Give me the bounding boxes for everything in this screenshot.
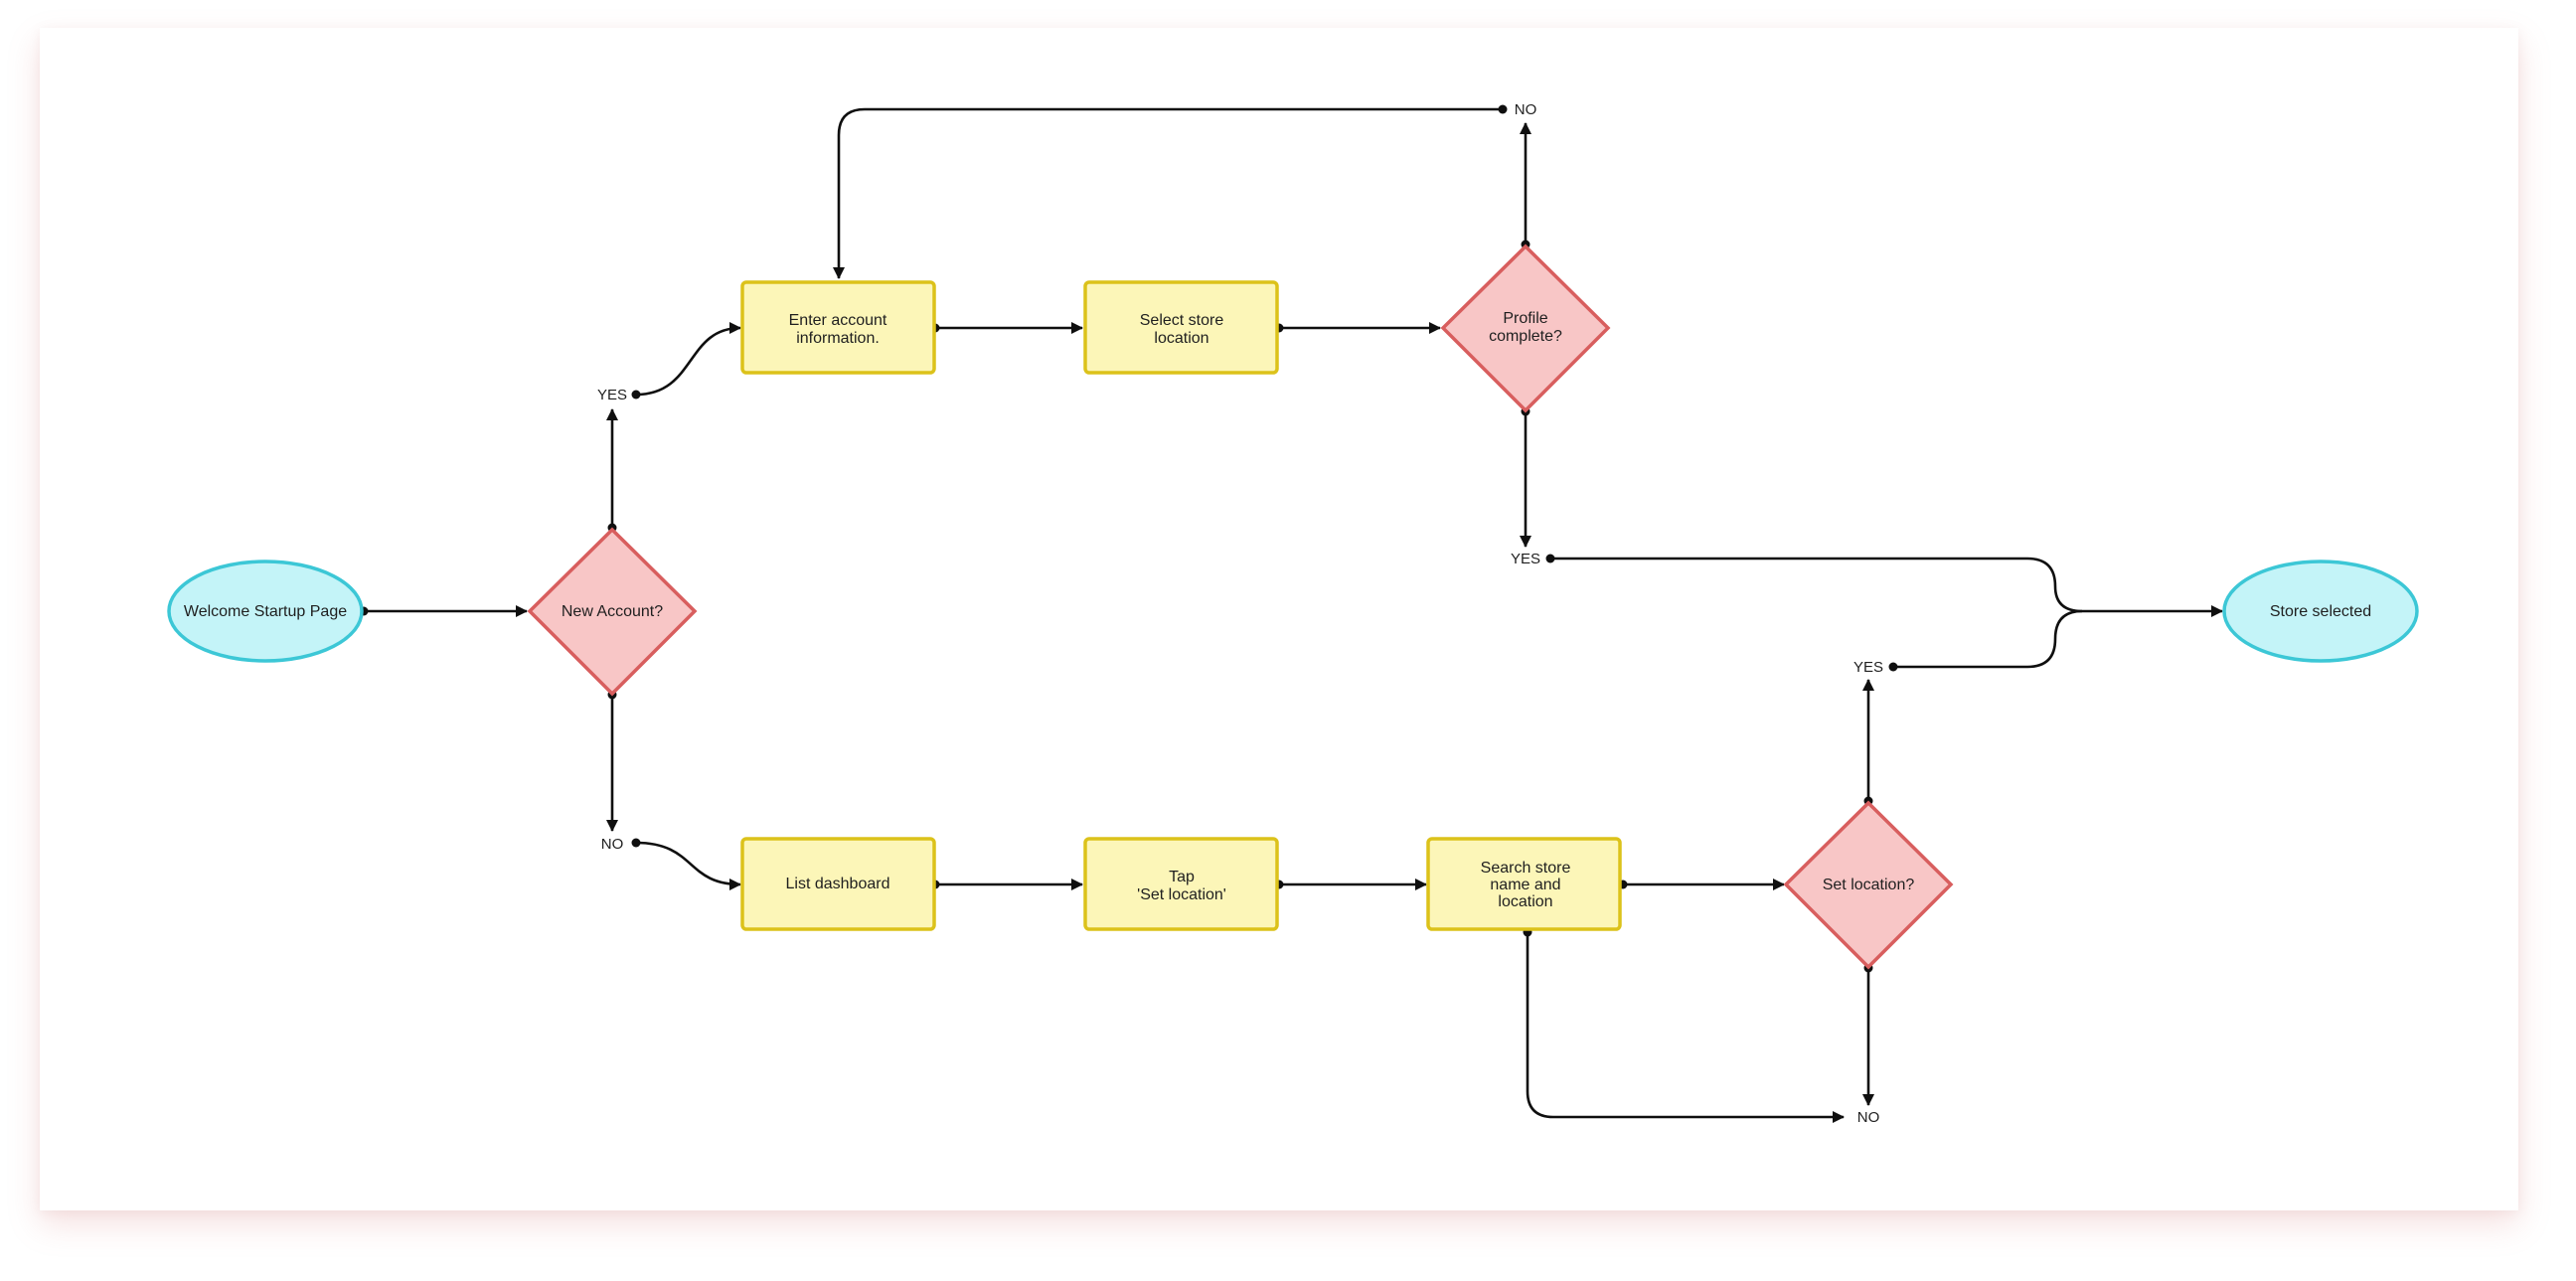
edge-yes-to-enter-account [635,322,741,397]
process-shape [1426,837,1622,931]
node-new-account[interactable]: New Account? [527,527,698,697]
node-tap-set-location[interactable]: Tap 'Set location' [1083,837,1279,931]
decision-shape [1440,243,1611,413]
node-label-line-2: location [1154,330,1208,347]
connectors [364,107,2223,1123]
node-label: Set location? [1823,877,1915,893]
edge-search-to-no [1526,932,1845,1123]
label-new-account-yes: YES [597,387,627,403]
node-label-line-1: Tap [1169,869,1195,885]
node-set-location[interactable]: Set location? [1783,800,1954,970]
node-label-line-1: Profile [1503,310,1547,327]
node-label-line-1: Search store [1481,860,1571,877]
label-profile-yes: YES [1511,551,1540,567]
terminal-shape [167,560,364,663]
connector-dot [1888,662,1898,672]
edge-no-to-list-dashboard [635,841,741,890]
process-shape [1083,837,1279,931]
connector-dot [631,838,641,848]
node-list-dashboard[interactable]: List dashboard [740,837,936,931]
process-shape [740,837,936,931]
label-profile-no: NO [1515,101,1537,118]
flowchart-canvas: YES NO NO YES YES NO Welcome Startup Pag… [167,101,2419,1126]
node-label-line-2: name and [1490,877,1560,893]
edge-set-location-yes-to-store-selected [1893,609,2083,669]
node-welcome-startup-page[interactable]: Welcome Startup Page [167,560,364,663]
process-shape [1083,280,1279,375]
edge-profile-no-loop [833,107,1503,279]
node-label: New Account? [562,603,663,620]
node-enter-account-information[interactable]: Enter account information. [740,280,936,375]
node-label: List dashboard [786,876,890,892]
node-store-selected[interactable]: Store selected [2222,560,2419,663]
node-label-line-3: location [1498,893,1552,910]
node-search-store-name-and-location[interactable]: Search store name and location [1426,837,1622,931]
diagram-board: YES NO NO YES YES NO Welcome Startup Pag… [40,28,2518,1210]
node-label-line-1: Select store [1140,312,1224,329]
node-label: Store selected [2270,603,2371,620]
branch-labels: YES NO NO YES YES NO [597,101,1883,1126]
decision-shape [1783,800,1954,970]
label-set-location-yes: YES [1853,659,1883,676]
label-set-location-no: NO [1857,1109,1880,1126]
connector-dot [1545,554,1555,563]
edge-profile-yes-to-store-selected [1550,557,2223,617]
node-label-line-1: Enter account [789,312,887,329]
node-label-line-2: complete? [1489,328,1562,345]
connector-dot [631,390,641,400]
decision-shape [527,527,698,697]
node-profile-complete[interactable]: Profile complete? [1440,243,1611,413]
connector-dot [1498,104,1508,114]
process-shape [740,280,936,375]
node-label-line-2: information. [796,330,880,347]
label-new-account-no: NO [601,836,624,853]
node-select-store-location[interactable]: Select store location [1083,280,1279,375]
node-label: Welcome Startup Page [184,603,347,620]
node-label-line-2: 'Set location' [1137,886,1226,903]
terminal-shape [2222,560,2419,663]
